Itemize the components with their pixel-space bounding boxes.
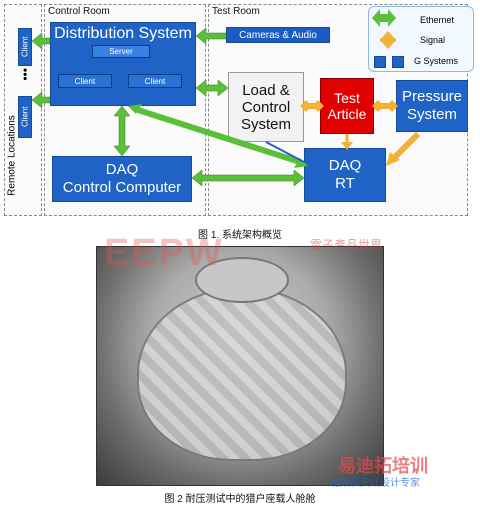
legend-blue-square-2	[392, 56, 404, 68]
distribution-system-box: Distribution System	[50, 22, 196, 106]
remote-locations-label: Remote Locations	[6, 115, 18, 196]
server-box: Server	[92, 45, 150, 58]
remote-client-1: Client	[18, 28, 32, 66]
watermark-brand-sub: 射频和天线设计专家	[330, 478, 420, 489]
legend-signal-label: Signal	[420, 35, 446, 45]
test-room-label: Test Room	[212, 6, 260, 17]
legend-gsystems-label: G Systems	[414, 56, 459, 66]
daq-rt-box: DAQ RT	[304, 148, 386, 202]
watermark-eepw-cn: 電子產品世界	[310, 238, 383, 252]
load-control-system-box: Load & Control System	[228, 72, 304, 142]
capsule-dome	[137, 287, 347, 461]
inner-client-2-box: Client	[128, 74, 182, 88]
control-room-label: Control Room	[48, 6, 110, 17]
figure-1-caption: 图 1. 系统架构概览	[198, 230, 282, 241]
capsule-photo	[96, 246, 384, 486]
legend-blue-square-1	[374, 56, 386, 68]
capsule-top-ring	[195, 257, 289, 303]
test-article-box: Test Article	[320, 78, 374, 134]
cameras-audio-box: Cameras & Audio	[226, 27, 330, 43]
distribution-system-title: Distribution System	[54, 25, 192, 42]
inner-client-1-box: Client	[58, 74, 112, 88]
watermark-eepw: EEPW	[104, 232, 224, 274]
legend-ethernet-label: Ethernet	[420, 15, 455, 25]
watermark-brand: 易迪拓培训	[338, 456, 428, 476]
figure-2-caption: 图 2 耐压测试中的猎户座载人舱舱	[164, 494, 316, 505]
pressure-system-box: Pressure System	[396, 80, 468, 132]
remote-client-2: Client	[18, 96, 32, 138]
remote-dots: •••	[18, 68, 32, 81]
daq-control-computer-box: DAQ Control Computer	[52, 156, 192, 202]
